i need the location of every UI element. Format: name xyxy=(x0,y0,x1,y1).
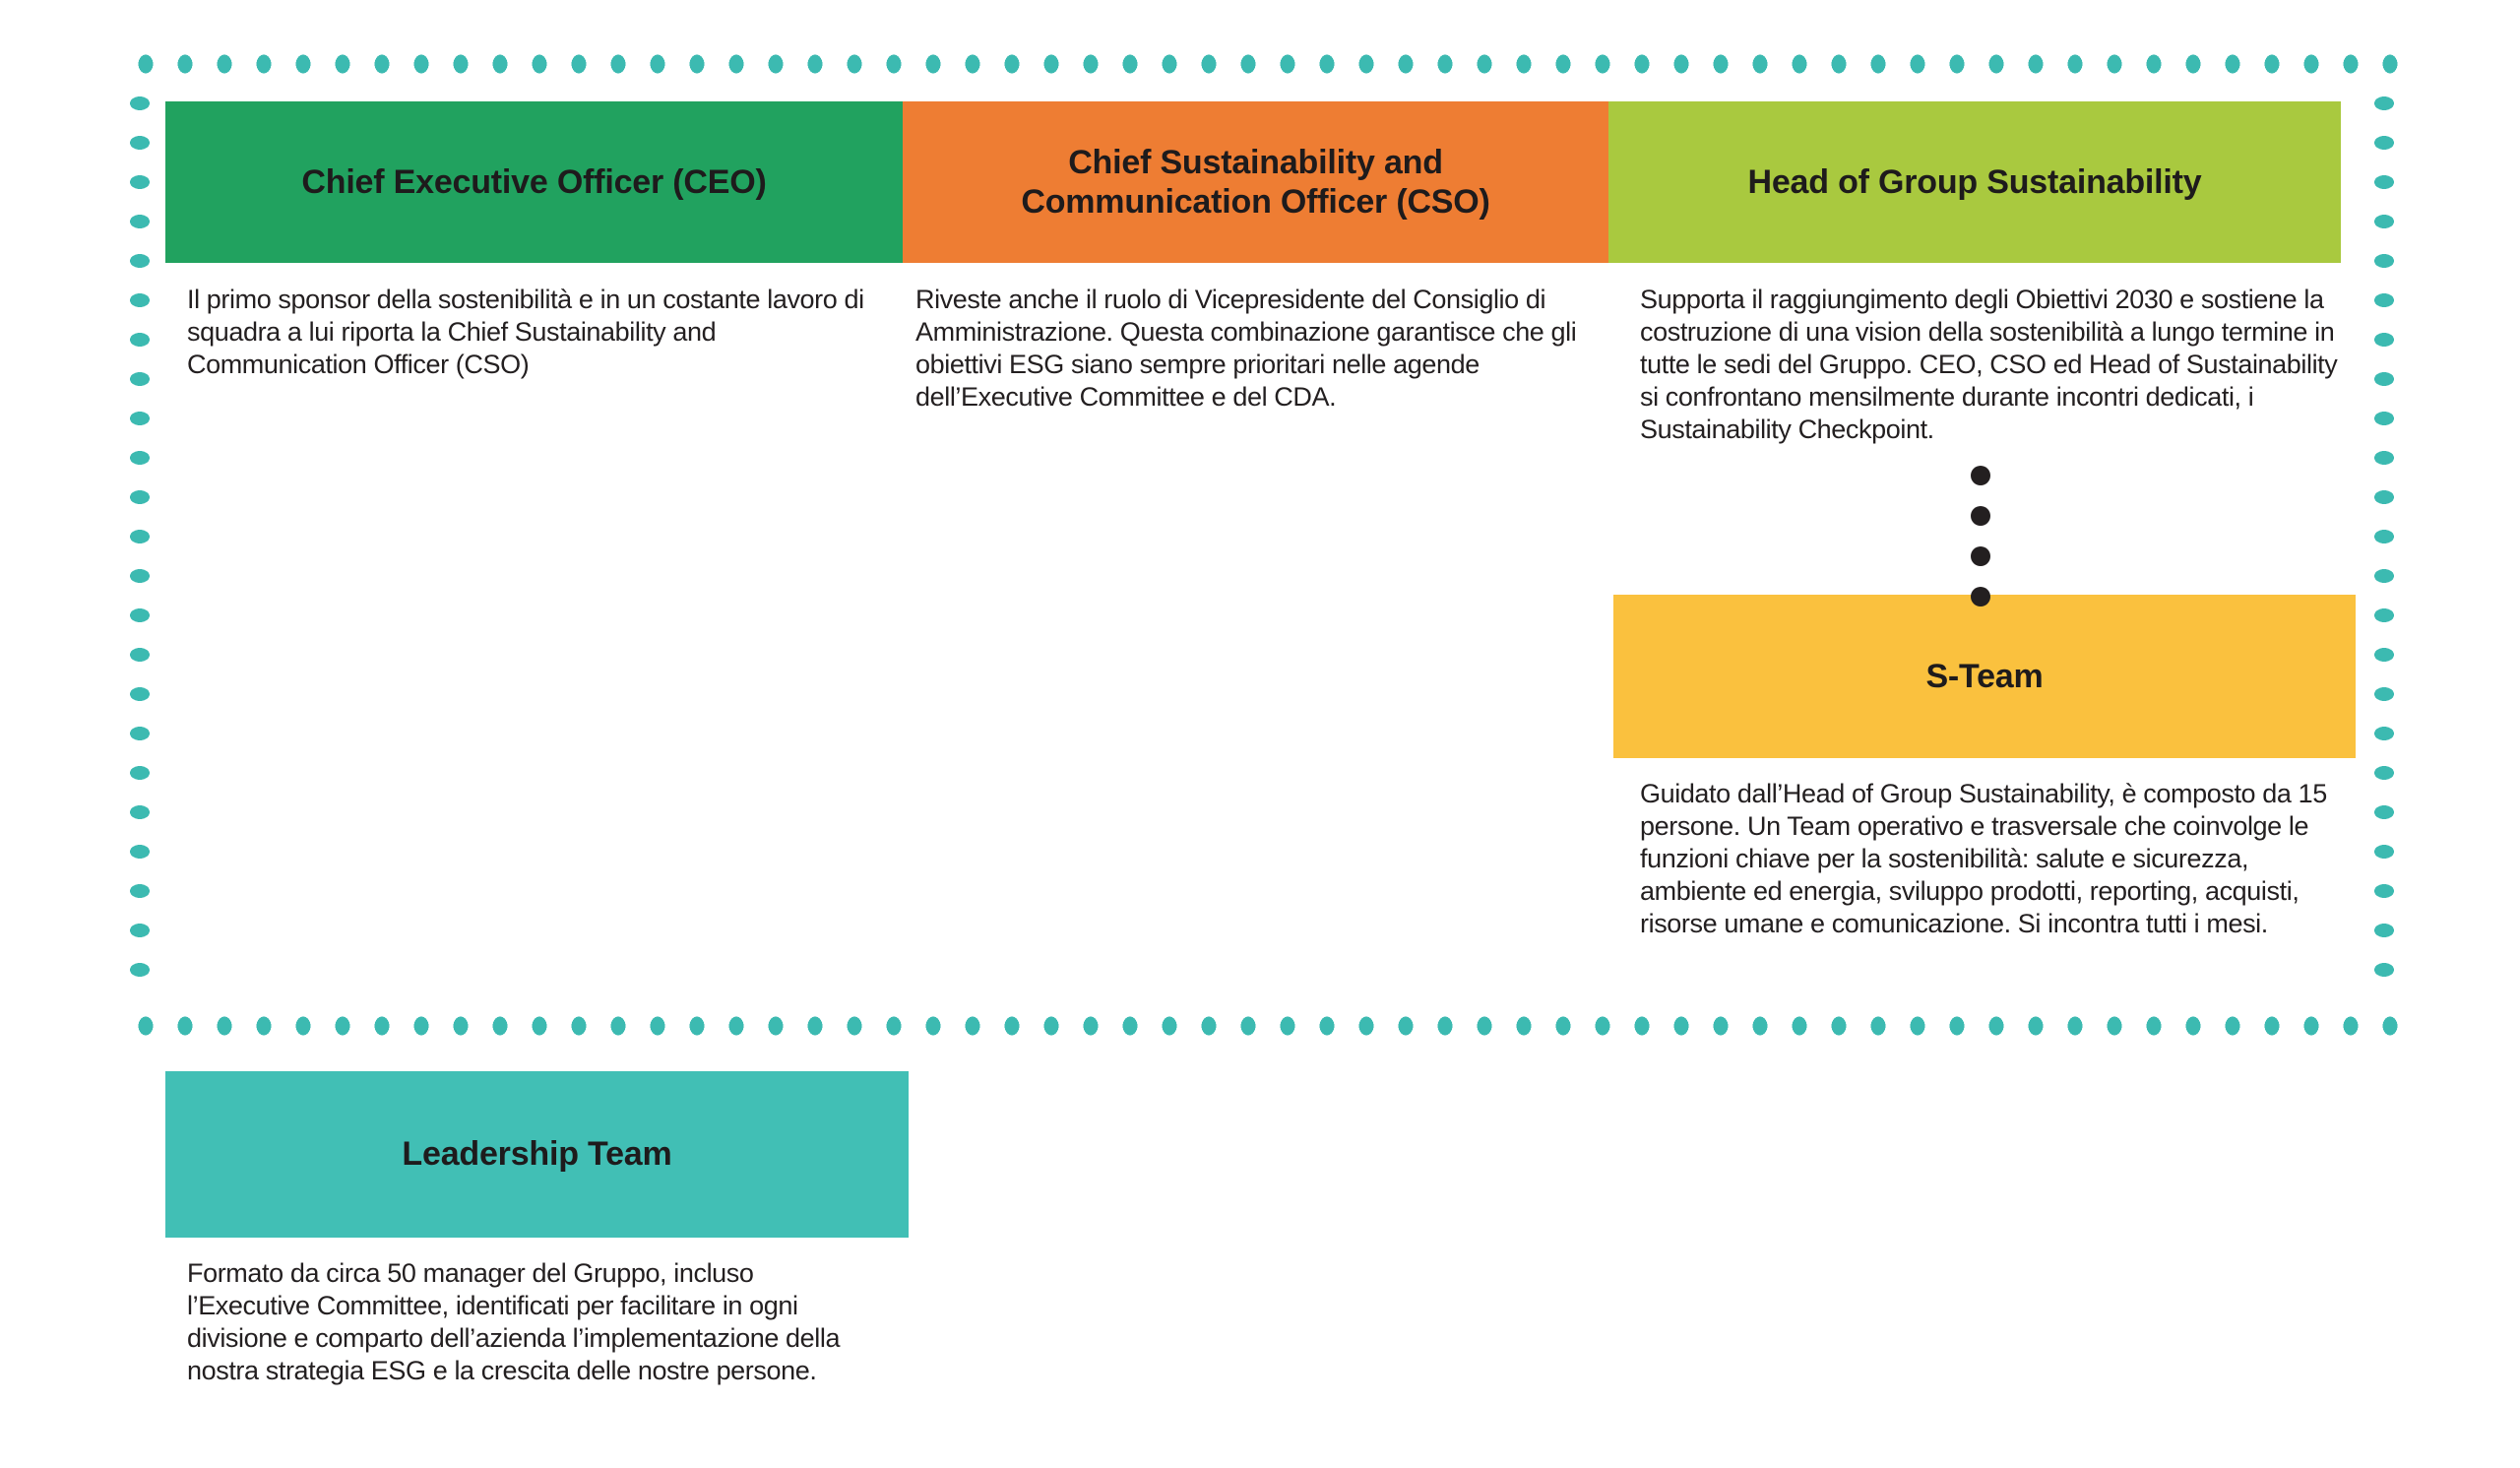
dotted-border-left xyxy=(128,84,152,1001)
connector-dot xyxy=(1971,587,1990,606)
dotted-border-top xyxy=(126,52,2398,76)
ceo-box: Chief Executive Officer (CEO) xyxy=(165,101,903,263)
leadership-team-title: Leadership Team xyxy=(402,1135,672,1173)
s-team-title: S-Team xyxy=(1925,657,2044,695)
head-of-group-sustainability-box: Head of Group Sustainability xyxy=(1608,101,2341,263)
ceo-description: Il primo sponsor della sostenibilità e i… xyxy=(187,285,864,379)
s-team-description: Guidato dall’Head of Group Sustainabilit… xyxy=(1640,779,2327,938)
connector-dot xyxy=(1971,466,1990,485)
leadership-team-description: Formato da circa 50 manager del Gruppo, … xyxy=(187,1258,841,1385)
cso-box: Chief Sustainability and Communication O… xyxy=(903,101,1608,263)
connector-dot xyxy=(1971,506,1990,526)
connector-dots xyxy=(1971,466,1990,606)
dotted-border-right xyxy=(2372,84,2396,1001)
cso-title: Chief Sustainability and Communication O… xyxy=(1021,143,1490,221)
cso-description: Riveste anche il ruolo di Vicepresidente… xyxy=(915,285,1577,412)
head-of-group-sustainability-description: Supporta il raggiungimento degli Obietti… xyxy=(1640,285,2338,444)
ceo-title: Chief Executive Officer (CEO) xyxy=(301,162,767,201)
dotted-border-bottom xyxy=(126,1014,2398,1038)
leadership-team-box: Leadership Team xyxy=(165,1071,909,1238)
head-of-group-sustainability-title: Head of Group Sustainability xyxy=(1747,162,2202,201)
connector-dot xyxy=(1971,546,1990,566)
s-team-box: S-Team xyxy=(1613,595,2356,758)
